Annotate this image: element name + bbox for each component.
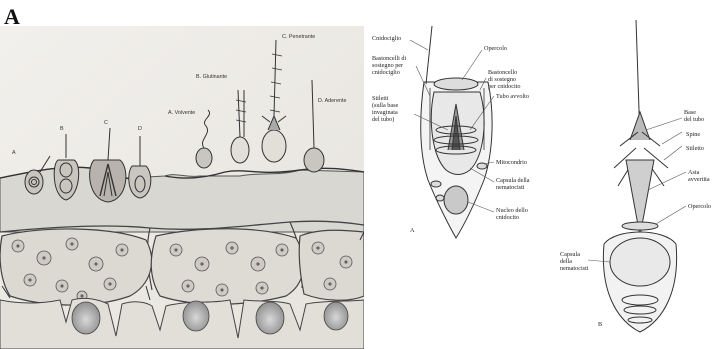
label-opercolo-top: Opercolo	[484, 45, 507, 52]
label-capsula-bottom-3: nematocisti	[560, 265, 589, 272]
label-bastoncelli-1: Bastoncelli di	[372, 55, 406, 62]
panel-b-background	[368, 0, 728, 349]
label-spine: Spine	[686, 131, 700, 138]
label-bastoncelli-3: cnidociglio	[372, 69, 400, 76]
label-asta-2: avvertita	[688, 176, 710, 183]
label-stiletto: Stiletto	[686, 145, 704, 152]
label-sub-b: B	[598, 321, 602, 328]
label-capsula-top-1: Capsula della	[496, 177, 530, 184]
label-base-tubo-1: Base	[684, 109, 696, 116]
label-bastoncello-3: per cnidocito	[488, 83, 520, 90]
label-bastoncello-1: Bastoncello	[488, 69, 517, 76]
label-stiletti-1: Stiletti	[372, 95, 389, 102]
label-mitocondrio: Mitocondrio	[496, 159, 527, 166]
label-opercolo-right: Opercolo	[688, 203, 711, 210]
label-asta-1: Asta	[688, 169, 700, 176]
label-capsula-bottom-1: Capsula	[560, 251, 580, 258]
label-base-tubo-2: del tubo	[684, 116, 704, 123]
label-nucleo-2: cnidocito	[496, 214, 519, 221]
label-capsula-top-2: nematocisti	[496, 184, 525, 191]
label-sub-a: A	[410, 227, 415, 234]
label-bastoncello-2: di sostegno	[488, 76, 516, 83]
label-bastoncelli-2: sostegno per	[372, 62, 403, 69]
label-stiletti-3: invaginata	[372, 109, 398, 116]
label-stiletti-2: (sulla base	[372, 102, 399, 109]
label-cnidociglio: Cnidociglio	[372, 35, 401, 42]
label-nucleo-1: Nucleo dello	[496, 207, 528, 214]
label-stiletti-4: del tubo)	[372, 116, 394, 123]
label-capsula-bottom-2: della	[560, 258, 572, 265]
label-tubo-avvolto: Tubo avvolto	[496, 93, 529, 100]
